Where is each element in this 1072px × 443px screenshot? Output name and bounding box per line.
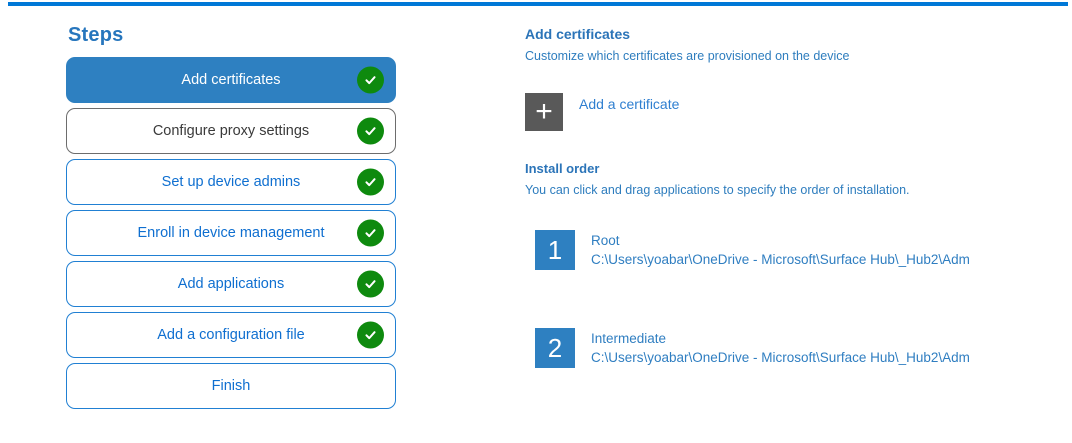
certificate-path: C:\Users\yoabar\OneDrive - Microsoft\Sur…: [591, 350, 970, 365]
steps-panel: Steps Add certificates Configure proxy s…: [66, 24, 396, 414]
step-label: Add a configuration file: [157, 327, 305, 343]
step-finish[interactable]: Finish: [66, 363, 396, 409]
item-text: Intermediate C:\Users\yoabar\OneDrive - …: [591, 328, 970, 367]
add-certificate-label: Add a certificate: [579, 96, 680, 112]
step-label: Add certificates: [181, 72, 281, 88]
item-text: Root C:\Users\yoabar\OneDrive - Microsof…: [591, 230, 970, 269]
certificate-name: Intermediate: [591, 331, 667, 346]
step-add-applications[interactable]: Add applications: [66, 261, 396, 307]
content-heading: Add certificates: [525, 26, 631, 42]
step-enroll-in-device-management[interactable]: Enroll in device management: [66, 210, 396, 256]
add-certificate-button[interactable]: + Add a certificate: [525, 93, 679, 131]
steps-panel-title: Steps: [68, 24, 124, 46]
certificate-name: Root: [591, 233, 620, 248]
check-icon: [357, 270, 384, 298]
step-configure-proxy-settings[interactable]: Configure proxy settings: [66, 108, 396, 154]
check-icon: [357, 66, 384, 94]
certificate-path: C:\Users\yoabar\OneDrive - Microsoft\Sur…: [591, 252, 970, 267]
step-set-up-device-admins[interactable]: Set up device admins: [66, 159, 396, 205]
install-order-item-root[interactable]: 1 Root C:\Users\yoabar\OneDrive - Micros…: [535, 230, 970, 270]
content-subheading: Customize which certificates are provisi…: [525, 49, 850, 63]
install-order-item-intermediate[interactable]: 2 Intermediate C:\Users\yoabar\OneDrive …: [535, 328, 970, 368]
step-label: Finish: [211, 378, 251, 394]
install-order-heading: Install order: [525, 161, 600, 176]
order-number-badge: 2: [535, 328, 575, 368]
step-add-certificates[interactable]: Add certificates: [66, 57, 396, 103]
step-label: Set up device admins: [161, 174, 301, 190]
step-label: Enroll in device management: [137, 225, 325, 241]
check-icon: [357, 168, 384, 196]
check-icon: [357, 219, 384, 247]
install-order-description: You can click and drag applications to s…: [525, 183, 910, 197]
check-icon: [357, 321, 384, 349]
content-panel: Add certificates Customize which certifi…: [525, 25, 1070, 368]
check-icon: [357, 117, 384, 145]
order-number-badge: 1: [535, 230, 575, 270]
plus-icon: +: [525, 93, 563, 131]
step-label: Add applications: [177, 276, 285, 292]
step-add-a-configuration-file[interactable]: Add a configuration file: [66, 312, 396, 358]
step-label: Configure proxy settings: [152, 123, 310, 139]
top-accent-bar: [8, 2, 1068, 6]
